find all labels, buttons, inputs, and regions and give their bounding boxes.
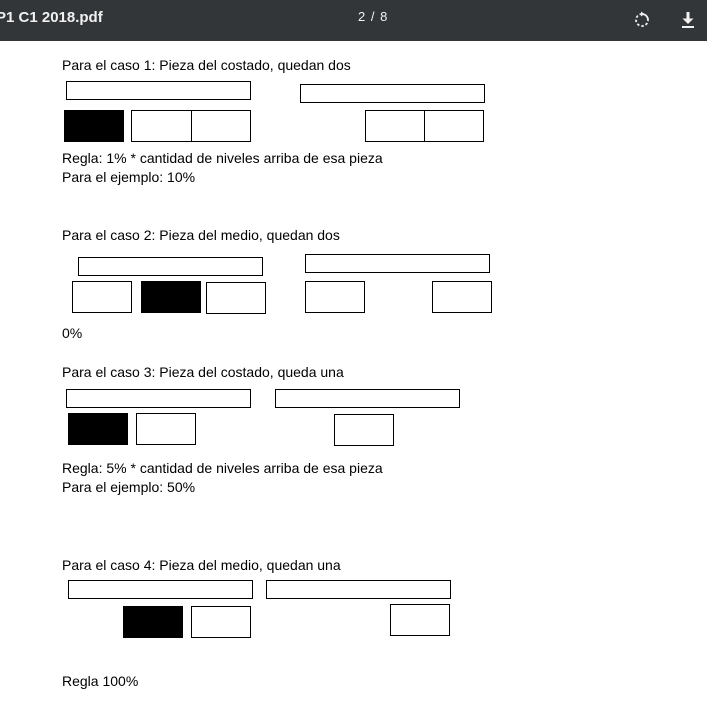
case1-right-beam xyxy=(300,84,485,103)
case4-right-beam xyxy=(266,580,451,599)
case2-rule: 0% xyxy=(62,325,83,341)
case2-piece xyxy=(72,281,132,313)
case3-right-beam xyxy=(275,389,460,408)
case2-left-beam xyxy=(78,257,263,276)
case1-rule: Regla: 1% * cantidad de niveles arriba d… xyxy=(62,150,383,166)
case4-piece xyxy=(191,606,251,638)
case4-removed-piece xyxy=(123,606,183,638)
page-indicator[interactable]: 2 / 8 xyxy=(358,9,389,24)
download-button[interactable] xyxy=(674,6,702,34)
case1-piece xyxy=(191,110,251,142)
case4-rule: Regla 100% xyxy=(62,673,139,689)
case1-removed-piece xyxy=(64,110,124,142)
case1-piece xyxy=(424,110,484,142)
case3-left-beam xyxy=(66,389,251,408)
case2-piece xyxy=(206,282,266,314)
rotate-button[interactable] xyxy=(628,6,656,34)
case2-right-beam xyxy=(305,254,490,273)
case1-piece xyxy=(131,110,192,142)
pdf-page: Para el caso 1: Pieza del costado, queda… xyxy=(0,41,707,716)
case1-left-beam xyxy=(66,81,251,100)
case2-piece xyxy=(432,281,492,313)
case1-example: Para el ejemplo: 10% xyxy=(62,169,196,185)
case4-piece xyxy=(390,604,450,636)
case3-piece xyxy=(334,414,394,446)
case1-heading: Para el caso 1: Pieza del costado, queda… xyxy=(62,57,351,73)
case3-example: Para el ejemplo: 50% xyxy=(62,479,196,495)
case4-heading: Para el caso 4: Pieza del medio, quedan … xyxy=(62,557,341,573)
case2-piece xyxy=(305,281,365,313)
document-title: P1 C1 2018.pdf xyxy=(0,9,103,26)
case2-heading: Para el caso 2: Pieza del medio, quedan … xyxy=(62,227,340,243)
case3-piece xyxy=(136,413,196,445)
case4-left-beam xyxy=(68,580,253,599)
case3-rule: Regla: 5% * cantidad de niveles arriba d… xyxy=(62,460,383,476)
case1-piece xyxy=(365,110,425,142)
rotate-icon xyxy=(635,11,649,27)
pdf-toolbar: P1 C1 2018.pdf 2 / 8 xyxy=(0,0,707,41)
download-icon xyxy=(682,12,694,28)
case3-heading: Para el caso 3: Pieza del costado, queda… xyxy=(62,364,344,380)
case2-removed-piece xyxy=(141,281,201,313)
case3-removed-piece xyxy=(68,413,128,445)
